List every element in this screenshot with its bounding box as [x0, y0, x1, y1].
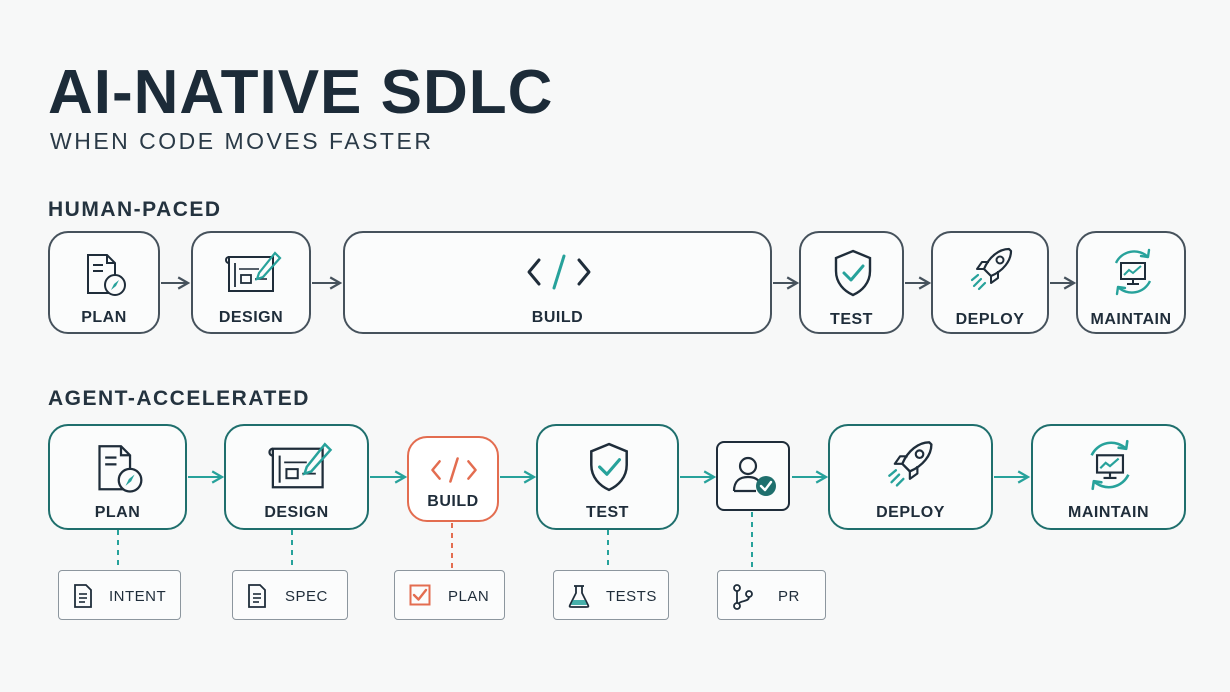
artifact-label: SPEC	[285, 588, 328, 605]
human-stage-deploy[interactable]: DEPLOY	[931, 231, 1049, 334]
stage-label: DESIGN	[218, 309, 284, 326]
agent-stage-maintain[interactable]: MAINTAIN	[1031, 424, 1186, 530]
shield-check-icon	[834, 249, 872, 297]
document-icon	[74, 584, 92, 608]
stage-label: MAINTAIN	[1067, 504, 1150, 521]
artifact-plan[interactable]: PLAN	[394, 570, 505, 620]
document-icon	[248, 584, 266, 608]
artifact-spec[interactable]: SPEC	[232, 570, 348, 620]
blueprint-pencil-icon	[225, 251, 282, 292]
agent-accelerated-label: AGENT-ACCELERATED	[48, 387, 310, 410]
plan-compass-icon	[98, 445, 143, 493]
artifact-pr[interactable]: PR	[717, 570, 826, 620]
code-brackets-icon	[527, 254, 591, 290]
artifact-links	[117, 512, 753, 568]
human-stage-plan[interactable]: PLAN	[48, 231, 160, 334]
artifact-label: INTENT	[109, 588, 167, 605]
agent-stage-test[interactable]: TEST	[536, 424, 679, 530]
stage-label: MAINTAIN	[1090, 311, 1172, 328]
agent-stage-deploy[interactable]: DEPLOY	[828, 424, 993, 530]
flask-icon	[568, 585, 590, 608]
agent-stage-build[interactable]: BUILD	[407, 436, 499, 522]
shield-check-icon	[590, 442, 628, 492]
stage-label: DESIGN	[264, 504, 329, 521]
agent-stage-review[interactable]	[716, 441, 790, 511]
blueprint-pencil-icon	[268, 442, 333, 489]
stage-label: BUILD	[531, 309, 584, 326]
stage-label: DEPLOY	[955, 311, 1025, 328]
monitor-cycle-icon	[1090, 439, 1130, 491]
stage-label: PLAN	[94, 504, 141, 521]
user-approve-icon	[732, 456, 776, 496]
artifact-tests[interactable]: TESTS	[553, 570, 669, 620]
agent-stage-design[interactable]: DESIGN	[224, 424, 369, 530]
page-subtitle: WHEN CODE MOVES FASTER	[50, 128, 434, 154]
git-branch-icon	[733, 584, 753, 610]
page-title: AI-NATIVE SDLC	[48, 58, 554, 127]
human-stage-test[interactable]: TEST	[799, 231, 904, 334]
artifact-label: PLAN	[448, 588, 490, 605]
human-paced-label: HUMAN-PACED	[48, 198, 222, 221]
rocket-icon	[888, 441, 933, 487]
human-stage-design[interactable]: DESIGN	[191, 231, 311, 334]
monitor-cycle-icon	[1114, 248, 1152, 296]
stage-label: PLAN	[81, 309, 127, 326]
artifact-label: TESTS	[606, 588, 657, 605]
checkbox-icon	[409, 584, 431, 606]
human-stage-build[interactable]: BUILD	[343, 231, 772, 334]
artifact-label: PR	[778, 588, 800, 605]
plan-compass-icon	[87, 254, 126, 296]
stage-label: DEPLOY	[876, 504, 945, 521]
stage-label: BUILD	[427, 493, 479, 510]
rocket-icon	[970, 247, 1013, 291]
code-brackets-icon	[431, 457, 477, 483]
artifact-intent[interactable]: INTENT	[58, 570, 181, 620]
stage-label: TEST	[586, 504, 629, 521]
stage-label: TEST	[830, 311, 873, 328]
agent-stage-plan[interactable]: PLAN	[48, 424, 187, 530]
human-stage-maintain[interactable]: MAINTAIN	[1076, 231, 1186, 334]
